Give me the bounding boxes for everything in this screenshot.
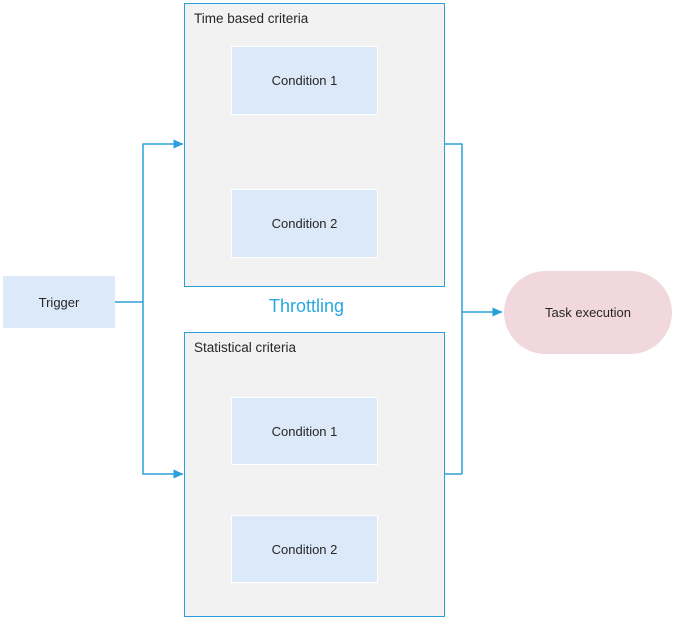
condition-box-stat-1: Condition 1 [231,397,378,465]
condition-label: Condition 2 [271,216,338,231]
condition-label: Condition 2 [271,541,338,557]
condition-box-stat-2: Condition 2 [231,515,378,583]
condition-label: Condition 1 [271,423,338,439]
connector-split-to-time-group [142,139,184,302]
group-stat-title: Statistical criteria [194,340,297,355]
condition-label: Condition 1 [271,73,338,88]
connector-split-to-stat-group [142,302,184,479]
trigger-box: Trigger [3,276,115,328]
condition-box-time-1: Condition 1 [231,46,378,115]
task-execution-label: Task execution [545,305,631,320]
throttling-label: Throttling [268,296,345,316]
connector-outer-merge-line [445,143,463,474]
condition-box-time-2: Condition 2 [231,189,378,258]
task-execution-shape: Task execution [504,271,672,354]
group-time-title: Time based criteria [194,11,309,26]
trigger-label: Trigger [38,294,80,310]
